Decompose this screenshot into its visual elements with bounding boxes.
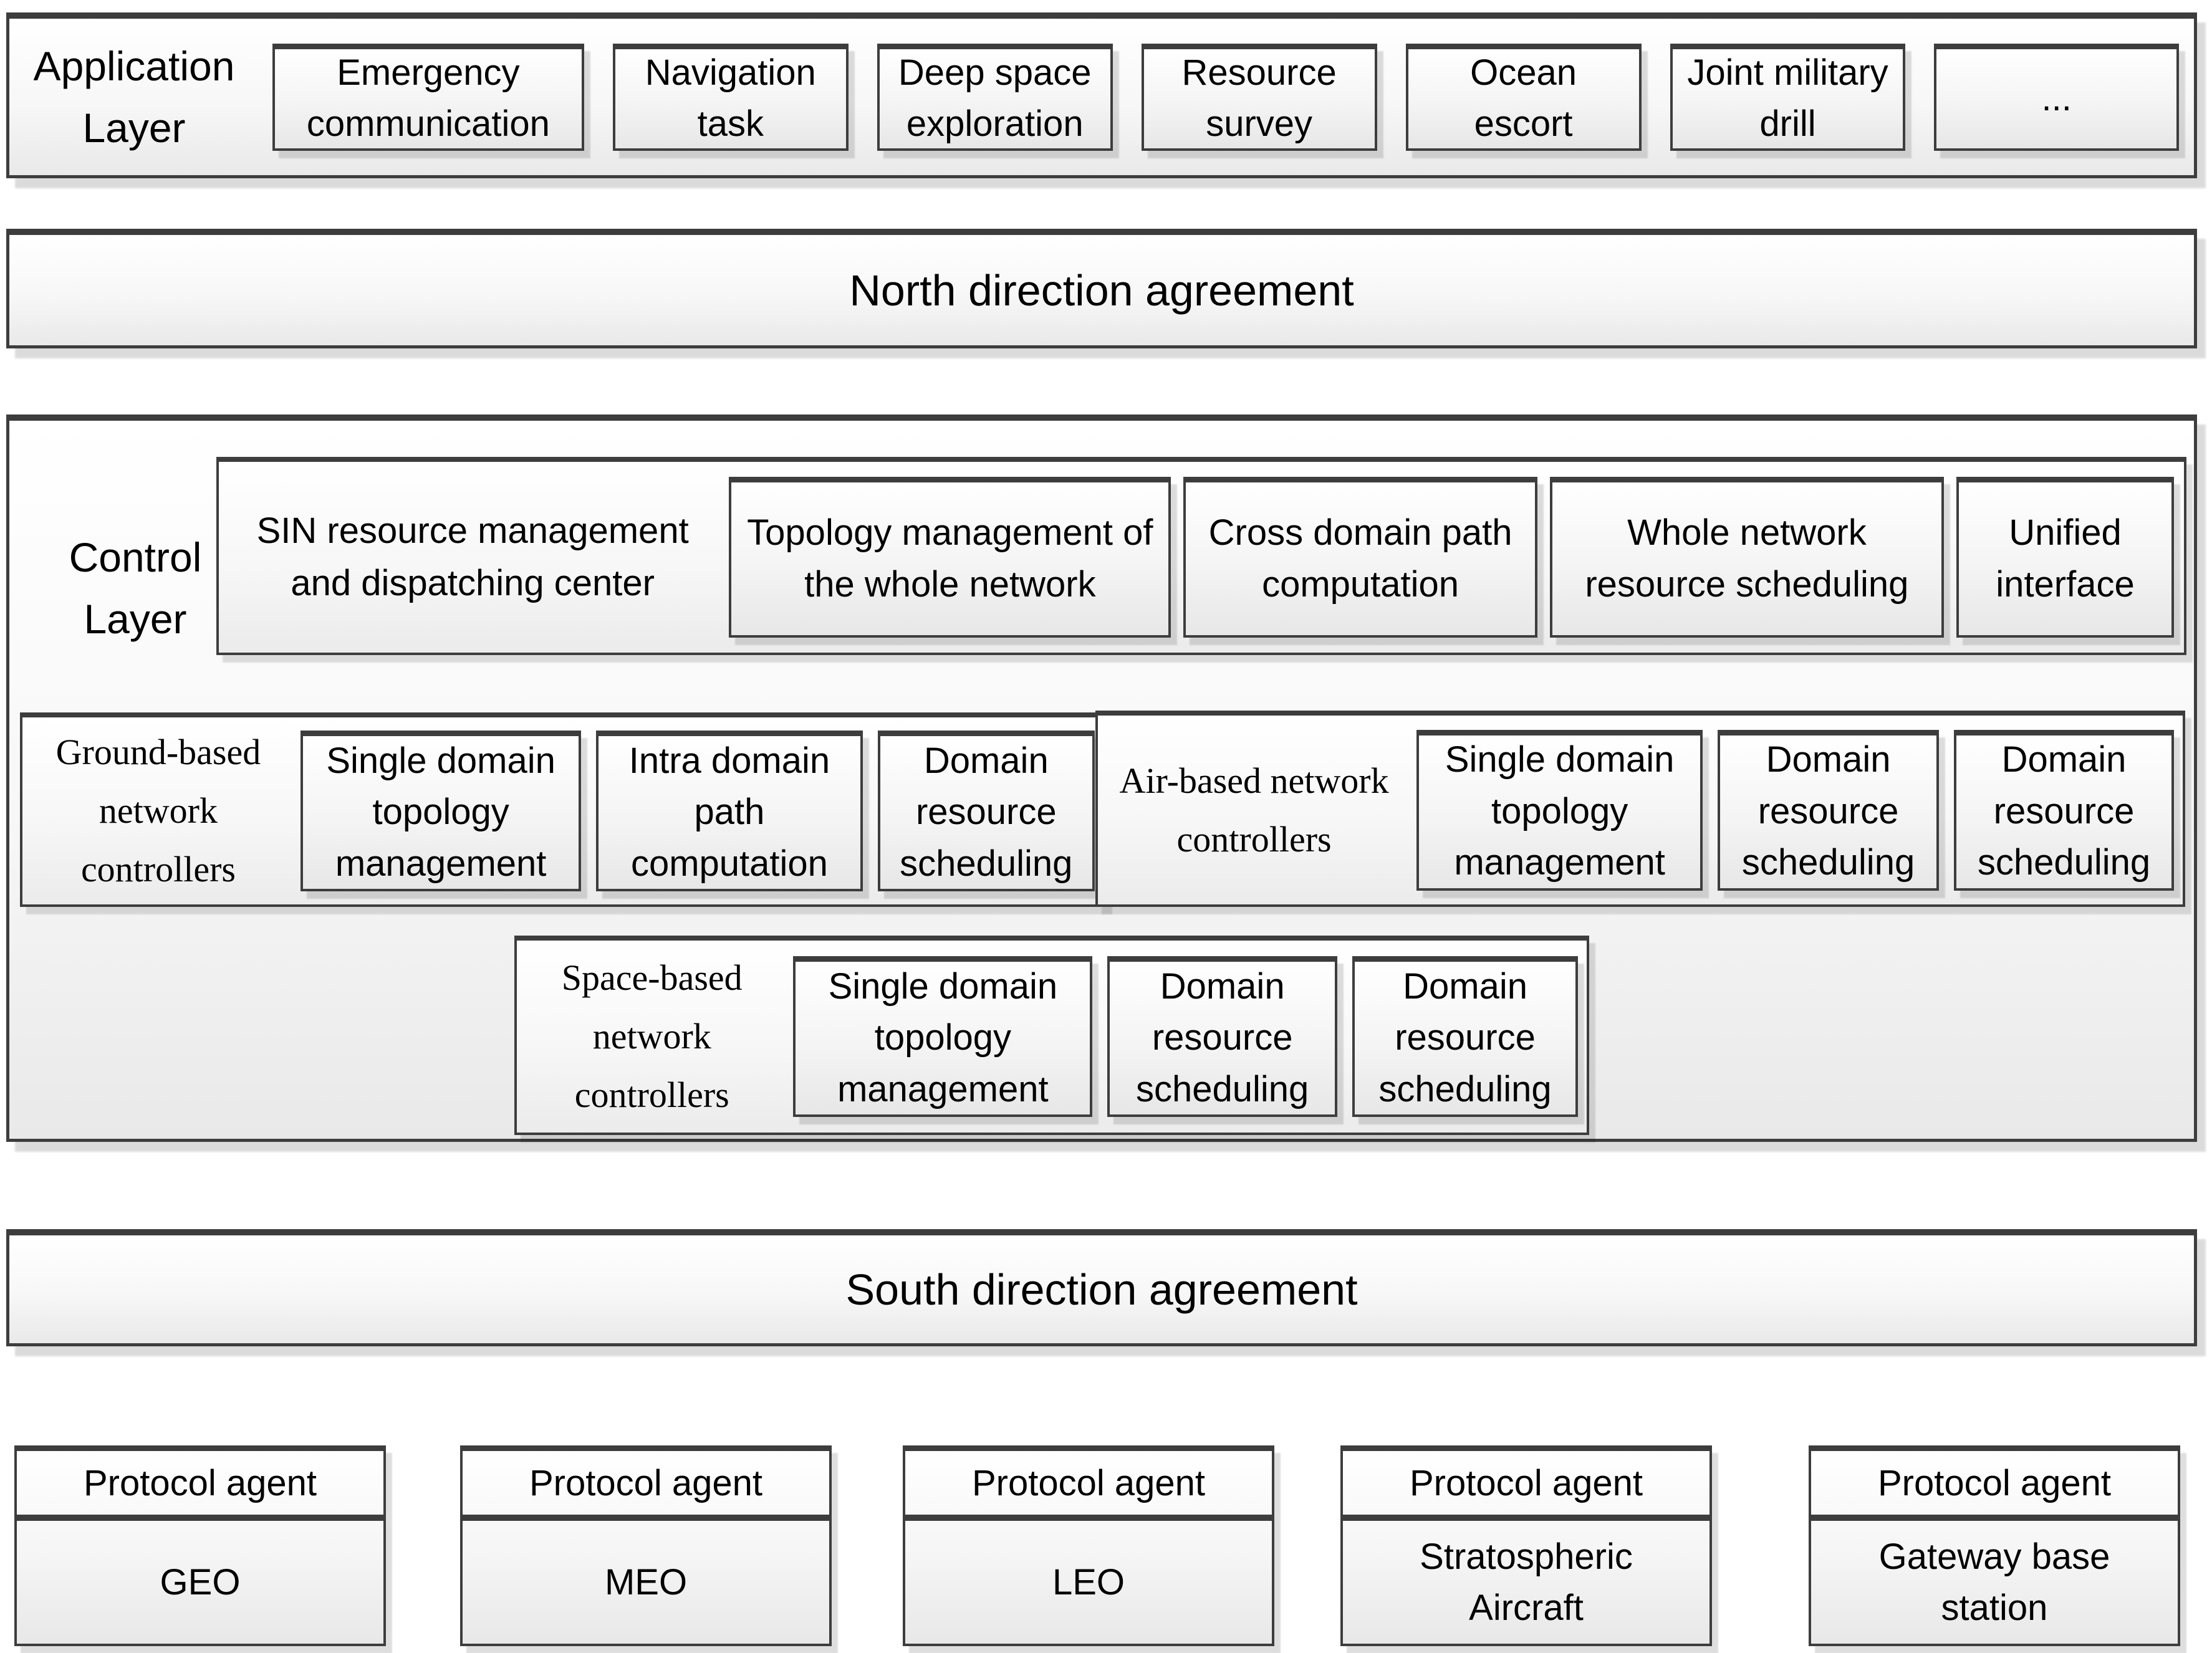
app-item-ellipsis: ... xyxy=(1934,43,2179,151)
ground-based-controllers-label: Ground-based network controllers xyxy=(55,732,261,889)
protocol-agent-stratospheric-aircraft: Protocol agent Stratospheric Aircraft xyxy=(1340,1445,1712,1646)
protocol-agent-header: Protocol agent xyxy=(905,1451,1272,1521)
cross-domain-path-computation-box: Cross domain path computation xyxy=(1183,477,1537,638)
protocol-agent-body: GEO xyxy=(17,1521,383,1644)
app-item-navigation-task: Navigation task xyxy=(612,43,849,151)
sin-resource-center-label: SIN resource management and dispatching … xyxy=(256,510,689,603)
air-domain-resource-scheduling-box-1: Domain resource scheduling xyxy=(1718,729,1939,891)
protocol-agent-body: Stratospheric Aircraft xyxy=(1343,1521,1709,1644)
protocol-agent-header: Protocol agent xyxy=(1343,1451,1709,1521)
protocol-agent-meo: Protocol agent MEO xyxy=(460,1445,832,1646)
space-based-controllers-label: Space-based network controllers xyxy=(561,957,743,1115)
app-item-deep-space-exploration: Deep space exploration xyxy=(877,43,1113,151)
app-item-resource-survey: Resource survey xyxy=(1141,43,1377,151)
space-domain-resource-scheduling-box-2: Domain resource scheduling xyxy=(1352,956,1579,1117)
ground-intra-domain-path-computation-box: Intra domain path computation xyxy=(596,731,863,891)
agent-label-meo: MEO xyxy=(604,1561,688,1603)
air-domain-resource-scheduling-box-2: Domain resource scheduling xyxy=(1954,729,2174,891)
air-based-controllers-label: Air-based network controllers xyxy=(1119,760,1389,860)
protocol-agent-leo: Protocol agent LEO xyxy=(903,1445,1274,1646)
app-item-joint-military-drill: Joint military drill xyxy=(1670,43,1906,151)
agent-label-stratospheric-aircraft: Stratospheric Aircraft xyxy=(1420,1536,1633,1628)
north-direction-agreement-label: North direction agreement xyxy=(849,266,1354,315)
north-direction-agreement-bar: North direction agreement xyxy=(6,229,2197,348)
protocol-agent-body: Gateway base station xyxy=(1811,1521,2178,1644)
protocol-agent-header: Protocol agent xyxy=(463,1451,829,1521)
protocol-agent-gateway-base-station: Protocol agent Gateway base station xyxy=(1809,1445,2180,1646)
ground-domain-resource-scheduling-box: Domain resource scheduling xyxy=(877,731,1095,891)
south-direction-agreement-label: South direction agreement xyxy=(845,1265,1358,1314)
air-based-controllers-group: Air-based network controllers Single dom… xyxy=(1095,711,2185,907)
space-based-controllers-group: Space-based network controllers Single d… xyxy=(514,936,1589,1135)
agent-label-geo: GEO xyxy=(160,1561,241,1603)
space-single-domain-topology-management-box: Single domain topology management xyxy=(793,956,1093,1117)
app-item-emergency-communication: Emergency communication xyxy=(272,43,584,151)
agent-label-leo: LEO xyxy=(1052,1561,1125,1603)
ground-based-controllers-group: Ground-based network controllers Single … xyxy=(20,712,1106,907)
unified-interface-box: Unified interface xyxy=(1956,477,2174,638)
control-layer-label: Control Layer xyxy=(69,534,202,642)
protocol-agent-geo: Protocol agent GEO xyxy=(14,1445,386,1646)
agent-label-gateway-base-station: Gateway base station xyxy=(1878,1536,2110,1628)
protocol-agent-body: MEO xyxy=(463,1521,829,1644)
app-item-ocean-escort: Ocean escort xyxy=(1405,43,1642,151)
control-layer-panel: Control Layer SIN resource management an… xyxy=(6,414,2197,1142)
protocol-agent-body: LEO xyxy=(905,1521,1272,1644)
protocol-agent-header: Protocol agent xyxy=(1811,1451,2178,1521)
ground-single-domain-topology-management-box: Single domain topology management xyxy=(300,731,582,891)
south-direction-agreement-bar: South direction agreement xyxy=(6,1229,2197,1346)
whole-network-resource-scheduling-box: Whole network resource scheduling xyxy=(1549,477,1945,638)
whole-network-topology-management-box: Topology management of the whole network xyxy=(729,477,1171,638)
application-layer-panel: Application Layer Emergency communicatio… xyxy=(6,12,2197,178)
space-domain-resource-scheduling-box-1: Domain resource scheduling xyxy=(1107,956,1338,1117)
sin-resource-center-group: SIN resource management and dispatching … xyxy=(216,457,2186,655)
air-single-domain-topology-management-box: Single domain topology management xyxy=(1416,729,1703,891)
application-layer-label: Application Layer xyxy=(33,42,235,151)
protocol-agent-header: Protocol agent xyxy=(17,1451,383,1521)
